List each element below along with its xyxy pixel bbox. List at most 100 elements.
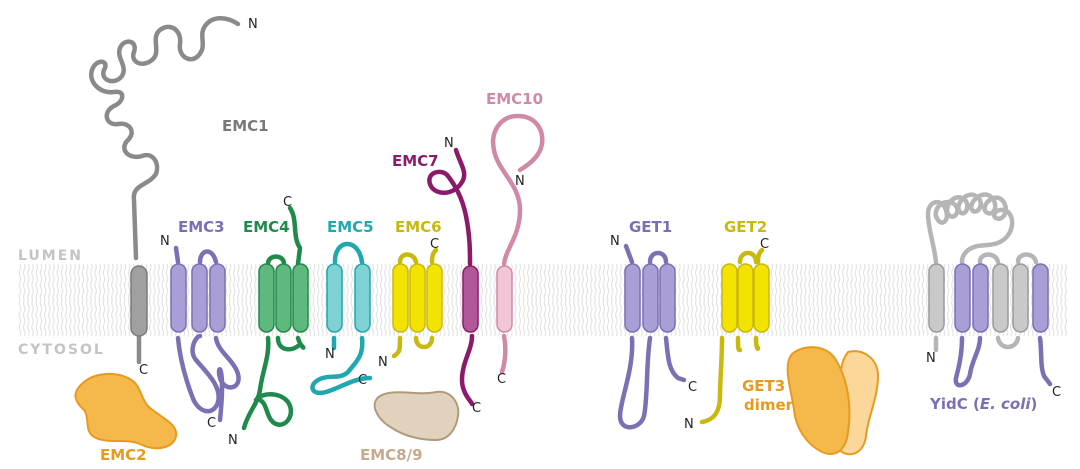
lipid-tail xyxy=(98,299,102,337)
lipid-tail xyxy=(883,263,887,301)
get2-n-terminus: N xyxy=(684,417,694,432)
lipid-tail xyxy=(249,299,253,337)
lipid-tail xyxy=(795,299,799,337)
lipid-tail xyxy=(18,263,22,301)
lipid-tail xyxy=(900,263,904,301)
lipid-tail xyxy=(342,299,345,337)
yidc-tm-helix-1 xyxy=(928,263,945,333)
lipid-tail xyxy=(791,299,795,337)
lipid-tail xyxy=(308,263,312,301)
lipid-tail xyxy=(804,263,807,301)
lipid-tail xyxy=(619,263,622,301)
lipid-tail xyxy=(640,299,643,337)
lipid-tail xyxy=(39,263,43,301)
lipid-tail xyxy=(484,263,488,301)
emc2-blob xyxy=(74,372,178,450)
lipid-tail xyxy=(237,263,240,301)
get2-tm-helix-1 xyxy=(721,263,738,333)
lipid-tail xyxy=(946,299,950,337)
lipid-tail xyxy=(879,299,883,337)
lipid-tail xyxy=(787,299,790,337)
lipid-tail xyxy=(909,299,912,337)
lipid-tail xyxy=(56,299,60,337)
lipid-tail xyxy=(522,299,526,337)
yidc-label-suffix: ) xyxy=(1030,395,1037,413)
lipid-tail xyxy=(1056,299,1059,337)
lipid-tail xyxy=(22,299,26,337)
lipid-tail xyxy=(94,263,97,301)
lipid-tail xyxy=(123,299,127,337)
lipid-tail xyxy=(606,299,610,337)
lipid-tail xyxy=(888,263,891,301)
emc10-tm-helix xyxy=(496,265,513,333)
lipid-tail xyxy=(384,299,387,337)
get3-label-line2: dimer xyxy=(744,396,794,414)
lipid-tail xyxy=(774,263,778,301)
lipid-tail xyxy=(148,263,152,301)
lipid-tail xyxy=(829,299,832,337)
emc3-protein: N C EMC3 xyxy=(160,218,241,431)
lipid-tail xyxy=(888,299,891,337)
yidc-label: YidC (E. coli) xyxy=(929,395,1037,413)
lipid-tail xyxy=(917,263,921,301)
lipid-tail xyxy=(573,299,576,337)
lipid-tail xyxy=(854,263,858,301)
yidc-periplasmic-domain xyxy=(925,192,1015,265)
lipid-tail xyxy=(35,299,39,337)
lipid-tail xyxy=(241,299,244,337)
lipid-tail xyxy=(602,263,606,301)
lipid-tail xyxy=(77,299,81,337)
emc6-n-terminus: N xyxy=(378,355,388,370)
emc5-c-terminus: C xyxy=(358,373,367,388)
lipid-tail xyxy=(388,299,391,337)
emc6-tm-helix-3 xyxy=(426,263,443,333)
lipid-tail xyxy=(531,263,534,301)
get1-c-terminus: C xyxy=(688,380,697,395)
lipid-tail xyxy=(81,263,85,301)
lipid-tail xyxy=(560,263,564,301)
yidc-label-species: E. coli xyxy=(980,395,1032,413)
get2-tm-helix-2 xyxy=(737,263,754,333)
lipid-tail xyxy=(379,299,383,337)
emc3-tm-helix-2 xyxy=(191,263,208,333)
lipid-tail xyxy=(489,263,492,301)
lipid-tail xyxy=(556,299,559,337)
lipid-tail xyxy=(862,299,866,337)
lipid-tail xyxy=(346,299,349,337)
lipid-tail xyxy=(371,299,375,337)
lipid-tail xyxy=(795,263,799,301)
lipid-tail xyxy=(85,263,89,301)
lipid-tail xyxy=(1056,263,1059,301)
lipid-tail xyxy=(715,299,719,337)
lipid-tail xyxy=(820,299,824,337)
lipid-tail xyxy=(1051,263,1055,301)
lipid-tail xyxy=(73,299,76,337)
lipid-tail xyxy=(585,263,589,301)
lipid-tail xyxy=(157,299,160,337)
lipid-tail xyxy=(253,299,257,337)
lipid-tail xyxy=(115,299,118,337)
lipid-tail xyxy=(573,263,576,301)
lipid-tail xyxy=(514,299,517,337)
lipid-tail xyxy=(577,299,580,337)
get2-protein: C N GET2 xyxy=(684,218,770,432)
lipid-tail xyxy=(846,299,849,337)
get1-tm-helix-3 xyxy=(659,263,676,333)
emc1-n-terminus: N xyxy=(248,17,258,32)
emc1-label: EMC1 xyxy=(222,117,269,135)
emc4-protein: C N EMC4 xyxy=(228,195,309,448)
lipid-tail xyxy=(77,263,81,301)
lipid-tail xyxy=(31,263,34,301)
lipid-tail xyxy=(455,299,459,337)
emc3-label: EMC3 xyxy=(178,218,225,236)
lipid-tail xyxy=(581,263,585,301)
lipid-tail xyxy=(770,263,774,301)
lipid-tail xyxy=(1051,299,1055,337)
lipid-tail xyxy=(568,263,572,301)
lipid-tail xyxy=(228,263,232,301)
lipid-tail xyxy=(207,263,211,301)
lipid-tail xyxy=(31,299,34,337)
lipid-tail xyxy=(102,263,106,301)
get1-chain xyxy=(617,243,687,430)
